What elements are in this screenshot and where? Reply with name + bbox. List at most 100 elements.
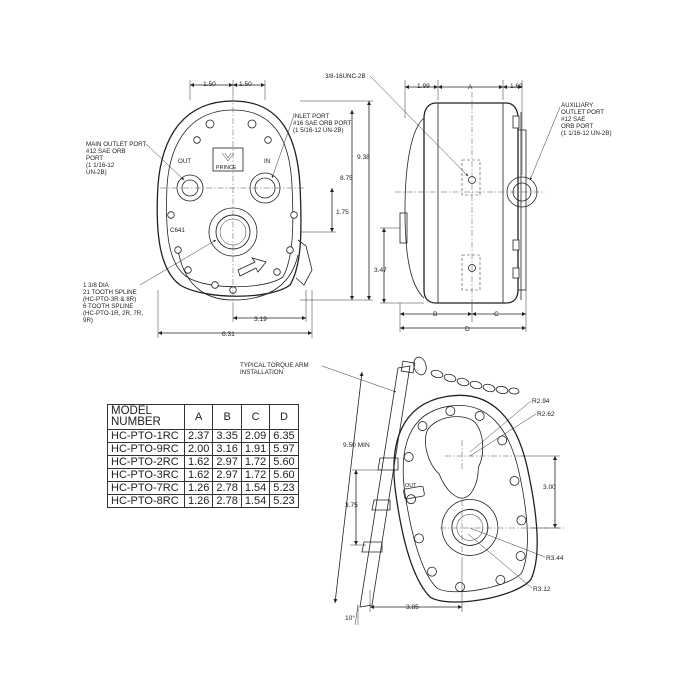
svg-text:INLET PORT: INLET PORT (293, 113, 329, 120)
part-mark-label: C641 (170, 227, 185, 234)
svg-text:UN-2B): UN-2B) (86, 169, 107, 176)
front-housing-outline (156, 100, 302, 297)
dim-1-50-right: 1.50 (239, 81, 252, 88)
bolt (445, 406, 456, 416)
bolt (427, 566, 437, 577)
svg-text:(1 1/16-12 UN-2B): (1 1/16-12 UN-2B) (561, 130, 612, 137)
dim-1-50-left: 1.50 (203, 81, 216, 88)
svg-text:#12 SAE: #12 SAE (561, 116, 585, 123)
bolt (497, 435, 508, 446)
spline-callout: 1 3/8 DIA 21 TOOTH SPLINE (HC-PTO-3R & 8… (83, 239, 217, 324)
bolt (247, 119, 257, 129)
install-housing-outline (393, 394, 538, 603)
dim-1-99: 1.99 (417, 83, 430, 90)
table-header-row: MODEL NUMBER A B C D (107, 404, 299, 430)
table-row: HC-PTO-7RC 1.26 2.78 1.54 5.23 (107, 481, 299, 495)
arm-clamp (371, 499, 391, 511)
header-c: C (240, 404, 271, 430)
bolt (455, 582, 465, 592)
dim-9-50-min: 9.50 MIN (343, 442, 370, 449)
svg-text:1 3/8 DIA: 1 3/8 DIA (83, 282, 110, 289)
dim-b: B (433, 311, 438, 318)
table-row: HC-PTO-3RC 1.62 2.97 1.72 5.60 (107, 468, 299, 482)
install-out-label: OUT (405, 483, 417, 489)
model-dimension-table: MODEL NUMBER A B C D HC-PTO-1RC 2.37 3.3… (107, 404, 299, 508)
svg-text:#12 SAE ORB: #12 SAE ORB (86, 148, 126, 155)
out-port-tag (403, 485, 425, 500)
svg-text:INSTALLATION: INSTALLATION (240, 369, 283, 376)
brand-label: PRINCE (216, 165, 237, 171)
dim-1-75: 1.75 (336, 209, 349, 216)
bolt (512, 115, 520, 129)
in-port-label: IN (264, 158, 270, 165)
svg-text:#16 SAE ORB PORT: #16 SAE ORB PORT (293, 120, 352, 127)
bolt (286, 246, 294, 254)
bolt (167, 211, 175, 219)
bolt (205, 119, 215, 129)
dim-3-19: 3.19 (254, 316, 267, 323)
bolt (211, 281, 219, 289)
dim-9-38: 9.38 (357, 154, 370, 161)
bolt (516, 515, 527, 526)
front-view: OUT IN PRINCE C641 1.50 1.50 9.38 8.75 1… (83, 80, 373, 338)
crown-logo-icon (221, 152, 235, 162)
svg-text:ORB PORT: ORB PORT (561, 123, 593, 130)
svg-text:21 TOOTH SPLINE: 21 TOOTH SPLINE (83, 289, 137, 296)
bolt (290, 211, 298, 219)
side-housing-outline (423, 102, 519, 304)
bolt (193, 136, 201, 144)
bolt (474, 411, 485, 421)
install-shaft-spline (451, 508, 489, 546)
lower-flange (177, 249, 299, 301)
rotation-arrow-icon (237, 257, 267, 277)
install-view: TYPICAL TORQUE ARM INSTALLATION (240, 356, 565, 626)
bolt (512, 239, 520, 251)
bolt (414, 533, 424, 544)
arm-clamp (377, 457, 399, 471)
torque-lug (295, 239, 313, 286)
header-b: B (212, 404, 242, 430)
thread-callout: 3/8-16UNC-2B (325, 73, 469, 177)
torque-arm-callout: TYPICAL TORQUE ARM INSTALLATION (240, 362, 397, 393)
dim-3-47: 3.47 (374, 267, 387, 274)
safety-chain (413, 356, 520, 395)
svg-text:(HC-PTO-1R, 2R, 7R,: (HC-PTO-1R, 2R, 7R, (83, 310, 143, 317)
dim-3-00: 3.00 (543, 484, 556, 491)
svg-text:PORT: PORT (86, 155, 103, 162)
brand-plate (212, 147, 244, 172)
table-row: HC-PTO-1RC 2.37 3.35 2.09 6.35 (107, 429, 299, 443)
svg-text:(1 1/16-12: (1 1/16-12 (86, 162, 115, 169)
main-outlet-callout: MAIN OUTLET PORT #12 SAE ORB PORT (1 1/1… (86, 141, 185, 181)
aux-port-callout: AUXILIARY OUTLET PORT #12 SAE ORB PORT (… (529, 102, 612, 181)
side-front-flange (404, 117, 425, 299)
table-row: HC-PTO-2RC 1.62 2.97 1.72 5.60 (107, 455, 299, 469)
svg-text:6 TOOTH SPLINE: 6 TOOTH SPLINE (83, 303, 133, 310)
dim-1-69: 1.69 (510, 83, 523, 90)
header-a: A (183, 404, 214, 430)
table-row: HC-PTO-9RC 2.00 3.16 1.91 5.97 (107, 442, 299, 456)
bolt (512, 267, 520, 279)
bolt (509, 476, 520, 486)
dim-c: C (494, 311, 499, 318)
inlet-cavity (425, 416, 484, 499)
dim-r2-94: R2.94 (532, 398, 550, 405)
header-d: D (269, 404, 299, 430)
bolt (417, 421, 428, 431)
bolt (495, 574, 506, 585)
dim-r2-62: R2.62 (537, 411, 555, 418)
svg-text:9R): 9R) (83, 317, 93, 324)
inlet-callout: INLET PORT #16 SAE ORB PORT (1 5/16-12 U… (271, 113, 352, 179)
svg-text:AUXILIARY: AUXILIARY (561, 102, 593, 109)
svg-text:3/8-16UNC-2B: 3/8-16UNC-2B (325, 73, 366, 80)
out-port-label: OUT (178, 158, 191, 165)
front-housing-inner (166, 109, 294, 288)
svg-text:TYPICAL TORQUE ARM: TYPICAL TORQUE ARM (240, 362, 309, 369)
svg-text:(HC-PTO-3R & 8R): (HC-PTO-3R & 8R) (83, 296, 136, 303)
dim-a: A (468, 84, 473, 91)
dim-d: D (465, 326, 470, 333)
torque-arm-bar (359, 365, 411, 608)
dim-10-deg: 10° (345, 614, 355, 622)
svg-text:OUTLET PORT: OUTLET PORT (561, 109, 604, 116)
table-row: HC-PTO-8RC 1.26 2.78 1.54 5.23 (107, 494, 299, 508)
